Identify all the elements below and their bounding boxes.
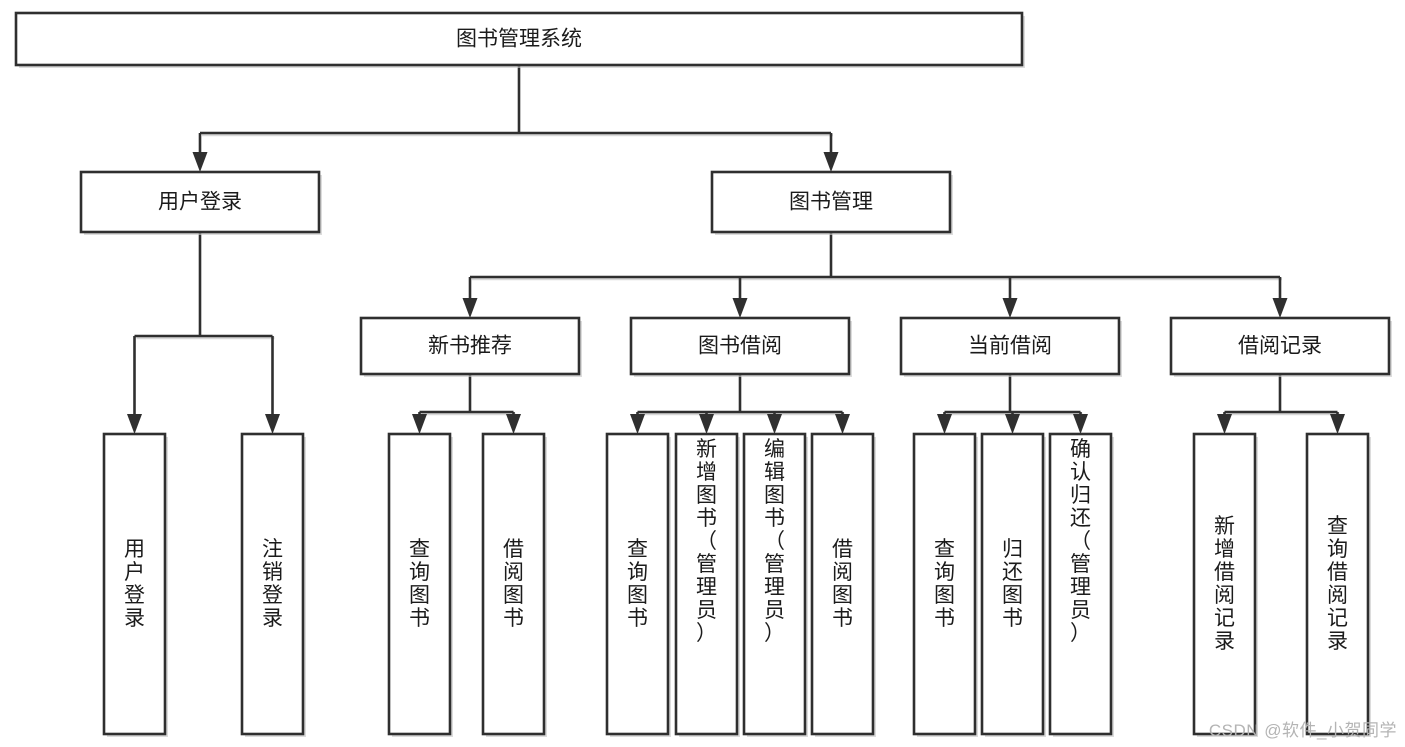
node-label: 借阅记录 — [1238, 335, 1322, 358]
node-label: 新增借阅记录 — [1214, 515, 1235, 653]
arrow-head-icon — [823, 152, 839, 172]
arrow-head-icon — [732, 298, 748, 318]
watermark-text: CSDN @软件_小贺同学 — [1208, 721, 1397, 740]
node-label: 查询图书 — [409, 538, 430, 630]
arrow-head-icon — [412, 414, 427, 434]
node-label: 查询图书 — [934, 538, 955, 630]
node-rect[interactable] — [387, 432, 452, 736]
arrow-head-icon — [1272, 298, 1288, 318]
node-rect[interactable] — [359, 316, 581, 376]
node-book-borrow[interactable]: 图书借阅 — [629, 316, 852, 377]
arrow-head-icon — [835, 414, 850, 434]
node-root[interactable]: 图书管理系统 — [14, 11, 1025, 68]
node-rect[interactable] — [1048, 432, 1113, 736]
node-current-borrow[interactable]: 当前借阅 — [899, 316, 1122, 377]
node-rect[interactable] — [14, 11, 1024, 67]
node-leaf-query-book-2[interactable]: 查询图书 — [605, 432, 671, 737]
node-label: 新书推荐 — [428, 335, 512, 358]
node-borrow-record[interactable]: 借阅记录 — [1169, 316, 1392, 377]
arrow-head-icon — [937, 414, 952, 434]
node-label: 当前借阅 — [968, 335, 1052, 358]
node-leaf-add-record[interactable]: 新增借阅记录 — [1192, 432, 1258, 737]
node-label: 借阅图书 — [832, 538, 853, 630]
node-leaf-borrow-book-2[interactable]: 借阅图书 — [810, 432, 876, 737]
node-leaf-logout[interactable]: 注销登录 — [240, 432, 306, 737]
node-label: 编辑图书（管理员） — [764, 438, 785, 645]
node-rect[interactable] — [605, 432, 670, 736]
node-rect[interactable] — [710, 170, 952, 234]
node-label: 查询借阅记录 — [1327, 515, 1348, 653]
arrow-head-icon — [1217, 414, 1232, 434]
node-rect[interactable] — [980, 432, 1045, 736]
node-book-management[interactable]: 图书管理 — [710, 170, 953, 235]
node-rect[interactable] — [1305, 432, 1370, 736]
node-user-login[interactable]: 用户登录 — [79, 170, 322, 235]
node-rect[interactable] — [1169, 316, 1391, 376]
arrow-head-icon — [699, 414, 714, 434]
node-rect[interactable] — [742, 432, 807, 736]
node-label: 图书管理系统 — [456, 28, 582, 51]
arrow-head-icon — [127, 414, 142, 434]
arrow-head-icon — [1330, 414, 1345, 434]
node-rect[interactable] — [1192, 432, 1257, 736]
node-leaf-confirm-return[interactable]: 确认归还（管理员） — [1048, 432, 1114, 737]
node-rect[interactable] — [79, 170, 321, 234]
node-label: 新增图书（管理员） — [696, 438, 717, 645]
node-rect[interactable] — [481, 432, 546, 736]
node-label: 用户登录 — [124, 538, 145, 630]
arrow-head-icon — [506, 414, 521, 434]
arrow-head-icon — [1005, 414, 1020, 434]
node-layer: 图书管理系统用户登录图书管理新书推荐图书借阅当前借阅借阅记录用户登录注销登录查询… — [14, 11, 1392, 737]
node-label: 图书借阅 — [698, 335, 782, 358]
node-rect[interactable] — [899, 316, 1121, 376]
node-leaf-borrow-book-1[interactable]: 借阅图书 — [481, 432, 547, 737]
node-rect[interactable] — [810, 432, 875, 736]
node-label: 确认归还（管理员） — [1070, 438, 1091, 645]
arrow-head-icon — [630, 414, 645, 434]
node-label: 注销登录 — [262, 538, 283, 630]
node-label: 归还图书 — [1002, 538, 1023, 630]
node-new-book-recommend[interactable]: 新书推荐 — [359, 316, 582, 377]
arrow-head-icon — [265, 414, 280, 434]
node-leaf-add-book[interactable]: 新增图书（管理员） — [674, 432, 740, 737]
arrow-head-icon — [1002, 298, 1018, 318]
node-leaf-user-login[interactable]: 用户登录 — [102, 432, 168, 737]
node-leaf-edit-book[interactable]: 编辑图书（管理员） — [742, 432, 808, 737]
node-label: 用户登录 — [158, 191, 242, 214]
connector-layer — [127, 65, 1345, 434]
arrow-head-icon — [192, 152, 208, 172]
arrow-head-icon — [767, 414, 782, 434]
arrow-head-icon — [1073, 414, 1088, 434]
node-rect[interactable] — [629, 316, 851, 376]
node-rect[interactable] — [912, 432, 977, 736]
node-label: 借阅图书 — [503, 538, 524, 630]
node-leaf-return-book[interactable]: 归还图书 — [980, 432, 1046, 737]
node-label: 图书管理 — [789, 191, 873, 214]
node-rect[interactable] — [240, 432, 305, 736]
node-rect[interactable] — [102, 432, 167, 736]
node-rect[interactable] — [674, 432, 739, 736]
arrow-head-icon — [462, 298, 478, 318]
node-leaf-query-book-1[interactable]: 查询图书 — [387, 432, 453, 737]
node-leaf-query-record[interactable]: 查询借阅记录 — [1305, 432, 1371, 737]
node-leaf-query-book-3[interactable]: 查询图书 — [912, 432, 978, 737]
node-label: 查询图书 — [627, 538, 648, 630]
